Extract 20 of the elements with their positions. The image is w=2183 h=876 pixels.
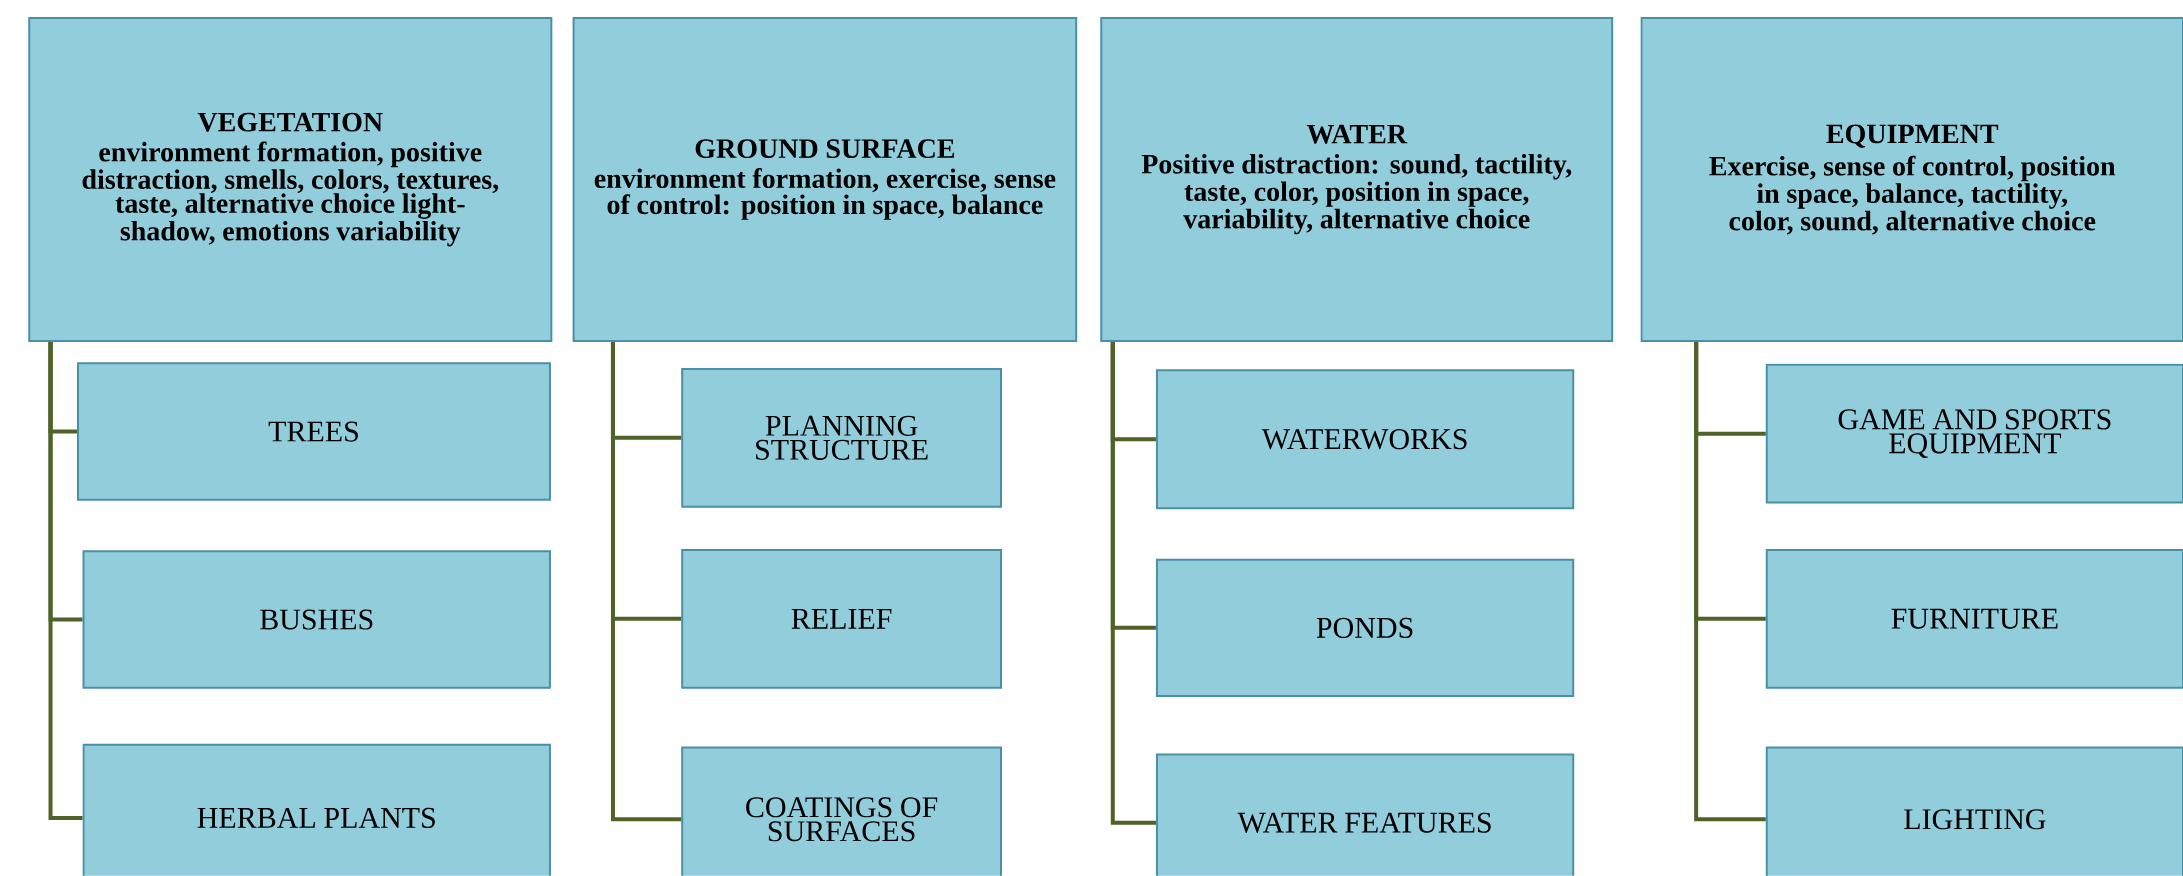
item-box: PONDS (1155, 558, 1575, 698)
item-box: FURNITURE (1765, 549, 2183, 689)
item-box: PLANNING STRUCTURE (681, 368, 1002, 508)
item-box: WATERWORKS (1155, 369, 1575, 510)
connector-line (1110, 342, 1156, 825)
item-box: LIGHTING (1765, 746, 2183, 876)
category-box: EQUIPMENT Exercise, sense of control, position in space, balance, tactility, color, sound, alternative choice (1640, 17, 2183, 343)
category-box: VEGETATION environment formation, positive distraction, smells, colors, textures, taste, alternative choice light-shadow, emotions variability (28, 17, 553, 343)
item-box: TREES (77, 362, 551, 501)
connector-line (610, 342, 682, 822)
connector-line (1694, 342, 1766, 822)
category-box: WATER Positive distraction: sound, tactility, taste, color, position in space, variability, alternative choice (1100, 17, 1614, 343)
connector-line (48, 342, 83, 821)
item-box: BUSHES (82, 550, 551, 689)
item-box: GAME AND SPORTS EQUIPMENT (1765, 363, 2183, 504)
item-box: WATER FEATURES (1155, 753, 1575, 876)
item-box: COATINGS OF SURFACES (681, 746, 1002, 876)
item-box: HERBAL PLANTS (82, 744, 551, 876)
item-box: RELIEF (681, 549, 1002, 689)
category-box: GROUND SURFACE environment formation, exercise, sense of control: position in space, balance (572, 17, 1078, 343)
